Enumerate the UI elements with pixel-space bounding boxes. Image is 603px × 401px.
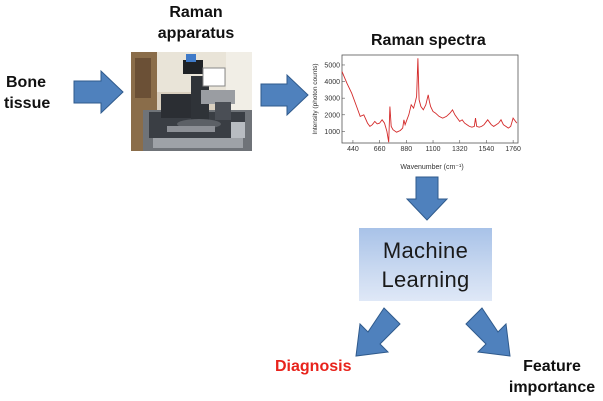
x-tick-label: 660 xyxy=(374,146,386,153)
x-tick-label: 1320 xyxy=(452,146,468,153)
spectrum-line-0 xyxy=(341,58,518,143)
x-axis-label: Wavenumber (cm⁻¹) xyxy=(400,164,463,171)
x-tick-label: 880 xyxy=(400,146,412,153)
bone-tissue-line1: Bone xyxy=(6,74,46,91)
raman-spectra-title: Raman spectra xyxy=(371,32,486,49)
feature-importance-line1: Feature xyxy=(523,358,581,375)
y-tick-label: 2000 xyxy=(324,112,340,119)
x-tick-label: 440 xyxy=(347,146,359,153)
bone-tissue-label: Bone tissue xyxy=(0,72,62,114)
raman-apparatus-line2: apparatus xyxy=(157,25,235,42)
ml-line1: Machine xyxy=(382,237,469,263)
arrow-bone-to-apparatus xyxy=(73,69,124,115)
diagnosis-label: Diagnosis xyxy=(275,358,352,375)
plot-area xyxy=(341,54,519,144)
x-tick-label: 1540 xyxy=(479,146,495,153)
raman-spectrum-chart: 440 660 880 1100 1320 1540 1760 1000 2000 3000 400… xyxy=(312,54,521,171)
raman-apparatus-photo xyxy=(131,52,252,151)
y-tick-label: 5000 xyxy=(324,62,340,69)
feature-importance-label: Feature importance xyxy=(503,356,601,398)
machine-learning-box: Machine Learning xyxy=(359,228,492,301)
y-tick-label: 4000 xyxy=(324,79,340,86)
x-tick-label: 1100 xyxy=(426,146,441,153)
raman-apparatus-title: Raman apparatus xyxy=(140,2,252,44)
x-tick-label: 1760 xyxy=(505,146,521,153)
y-axis-label: Intensity (photon counts) xyxy=(312,63,319,134)
arrow-spectra-to-ml xyxy=(405,176,449,221)
arrow-apparatus-to-spectra xyxy=(260,73,309,117)
ml-line2: Learning xyxy=(381,266,470,292)
y-tick-label: 1000 xyxy=(324,129,340,136)
bone-tissue-line2: tissue xyxy=(4,95,51,112)
feature-importance-line2: importance xyxy=(508,379,596,396)
y-tick-label: 3000 xyxy=(324,96,340,103)
raman-apparatus-line1: Raman xyxy=(169,4,223,21)
arrow-ml-to-feature-importance xyxy=(465,307,511,357)
arrow-ml-to-diagnosis xyxy=(355,307,401,357)
